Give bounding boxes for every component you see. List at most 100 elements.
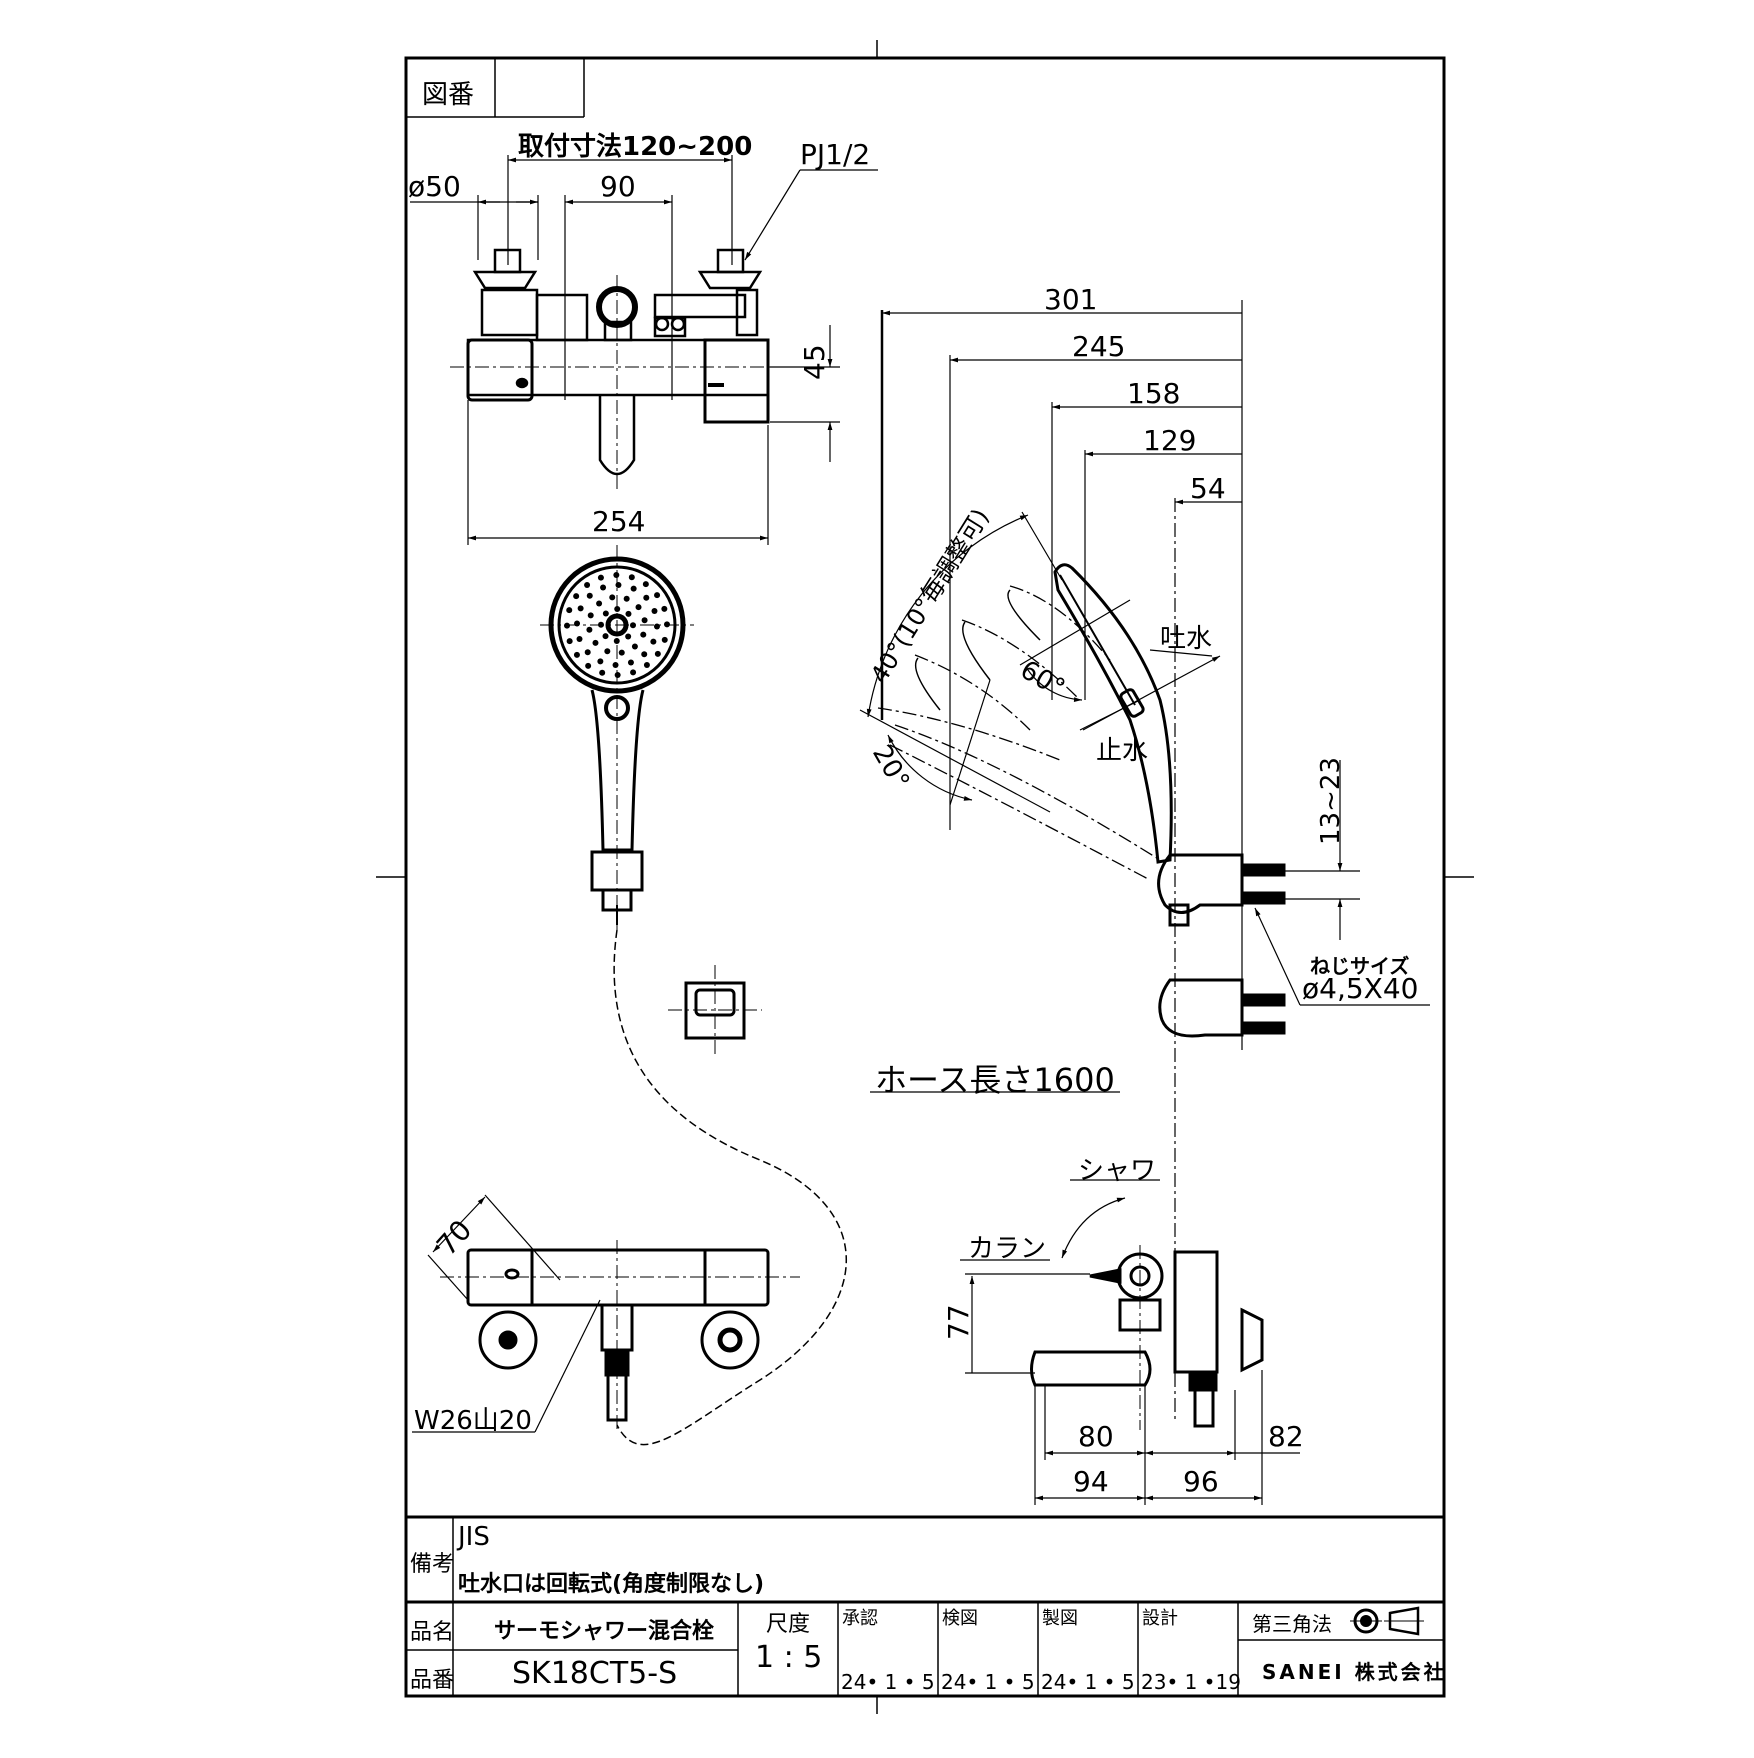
scale-value: 1 : 5 [755, 1640, 823, 1675]
nozzle-dot [625, 610, 632, 617]
mount-pitch-dimension: 取付寸法120~200 [518, 132, 753, 162]
nozzle-dot [642, 581, 649, 588]
nozzle-dot [598, 621, 605, 628]
nozzle-dot [604, 648, 611, 655]
bottom-view [440, 1240, 800, 1430]
drawn-label: 製図 [1042, 1608, 1078, 1629]
nozzle-dot [613, 572, 620, 579]
nozzle-dot [643, 594, 650, 601]
nozzle-dot [614, 606, 621, 613]
spout-dimensions [960, 1179, 1300, 1505]
nozzle-dot [564, 622, 571, 629]
nozzle-dot [566, 638, 573, 645]
nozzle-dot [625, 633, 632, 640]
nozzle-dot [661, 636, 668, 643]
nozzle-dot [661, 605, 668, 612]
checked-label: 検図 [942, 1608, 978, 1629]
shower-head-side [877, 563, 1286, 1038]
drawn-date: 24• 1 • 5 [1041, 1670, 1135, 1694]
dim-94: 94 [1073, 1465, 1109, 1498]
height-dimension: 45 [798, 344, 831, 380]
nozzle-dot [630, 585, 637, 592]
nozzle-dot [573, 651, 580, 658]
spout-side-view [1030, 1245, 1264, 1430]
product-number-label: 品番 [410, 1668, 455, 1693]
nozzle-dot [641, 617, 648, 624]
nozzle-dot [584, 581, 591, 588]
nozzle-dot [596, 600, 603, 607]
company-name: SANEI 株式会社 [1262, 1660, 1447, 1684]
screw-size-value: ø4,5X40 [1302, 972, 1419, 1005]
hose-length-label: ホース長さ1600 [875, 1061, 1115, 1099]
nozzle-dot [599, 669, 606, 676]
nozzle-dot [629, 622, 636, 629]
nozzle-dot [653, 623, 660, 630]
product-name: サーモシャワー混合栓 [494, 1619, 715, 1644]
design-label: 設計 [1142, 1608, 1178, 1629]
stop-label: 止水 [1096, 736, 1149, 766]
product-name-label: 品名 [410, 1620, 455, 1645]
title-block-lines [406, 1515, 1444, 1696]
approved-label: 承認 [842, 1608, 878, 1629]
nozzle-dot [592, 639, 599, 646]
third-angle-projection-icon [1350, 1606, 1424, 1636]
approved-date: 24• 1 • 5 [841, 1670, 935, 1694]
spacing-dimension: 90 [600, 170, 636, 203]
shower-position-label: シャワ [1078, 1156, 1157, 1186]
nozzle-dot [574, 620, 581, 627]
nozzle-dot [643, 662, 650, 669]
front-view [450, 248, 800, 490]
product-number: SK18CT5-S [512, 1656, 678, 1691]
nozzle-dot [566, 607, 573, 614]
nozzle-dot [631, 643, 638, 650]
spout-label: 吐水 [1160, 624, 1213, 654]
dim-82: 82 [1268, 1420, 1304, 1453]
side-view-dimensions [859, 300, 1430, 1420]
dim-96: 96 [1183, 1465, 1219, 1498]
nozzle-dot [584, 649, 591, 656]
remarks-line-2: 吐水口は回転式(角度制限なし) [458, 1572, 765, 1597]
drawing-number-box [406, 58, 585, 118]
nozzle-dot [600, 584, 607, 591]
checked-date: 24• 1 • 5 [941, 1670, 1035, 1694]
nozzle-dot [630, 669, 637, 676]
pipe-thread-label: PJ1/2 [800, 138, 871, 171]
drawing-number-label: 図番 [422, 80, 475, 110]
design-date: 23• 1 •19 [1141, 1670, 1241, 1694]
bracket-range-dimension: 13~23 [1316, 757, 1346, 845]
dim-54: 54 [1190, 472, 1226, 505]
nozzle-dot [597, 574, 604, 581]
nozzle-dot [585, 662, 592, 669]
shower-nozzles [564, 572, 670, 678]
nozzle-dot [609, 594, 616, 601]
nozzle-dot [654, 650, 661, 657]
nozzle-dot [586, 592, 593, 599]
dim-80: 80 [1078, 1420, 1114, 1453]
nozzle-dot [576, 635, 583, 642]
remarks-line-1: JIS [458, 1522, 490, 1552]
nozzle-dot [613, 637, 620, 644]
nozzle-dot [597, 658, 604, 665]
remarks-label: 備考 [410, 1552, 455, 1577]
nozzle-dot [577, 605, 584, 612]
scale-label: 尺度 [766, 1612, 811, 1637]
tap-position-label: カラン [968, 1234, 1047, 1264]
bottom-view-dimensions [412, 1194, 601, 1433]
nozzle-dot [615, 582, 622, 589]
nozzle-dot [650, 638, 657, 645]
screw-size-label: ねじサイズ [1310, 954, 1410, 978]
projection-label: 第三角法 [1252, 1612, 1332, 1636]
diameter-dimension: ø50 [408, 170, 461, 203]
nozzle-dot [641, 651, 648, 658]
nozzle-dot [627, 659, 634, 666]
nozzle-dot [654, 592, 661, 599]
nozzle-dot [623, 595, 630, 602]
shower-head-front [540, 545, 694, 930]
spout-height-dimension: 77 [942, 1304, 975, 1340]
dim-158: 158 [1127, 377, 1181, 410]
center-marks [376, 40, 1474, 1714]
nozzle-dot [618, 649, 625, 656]
nozzle-dot [586, 626, 593, 633]
